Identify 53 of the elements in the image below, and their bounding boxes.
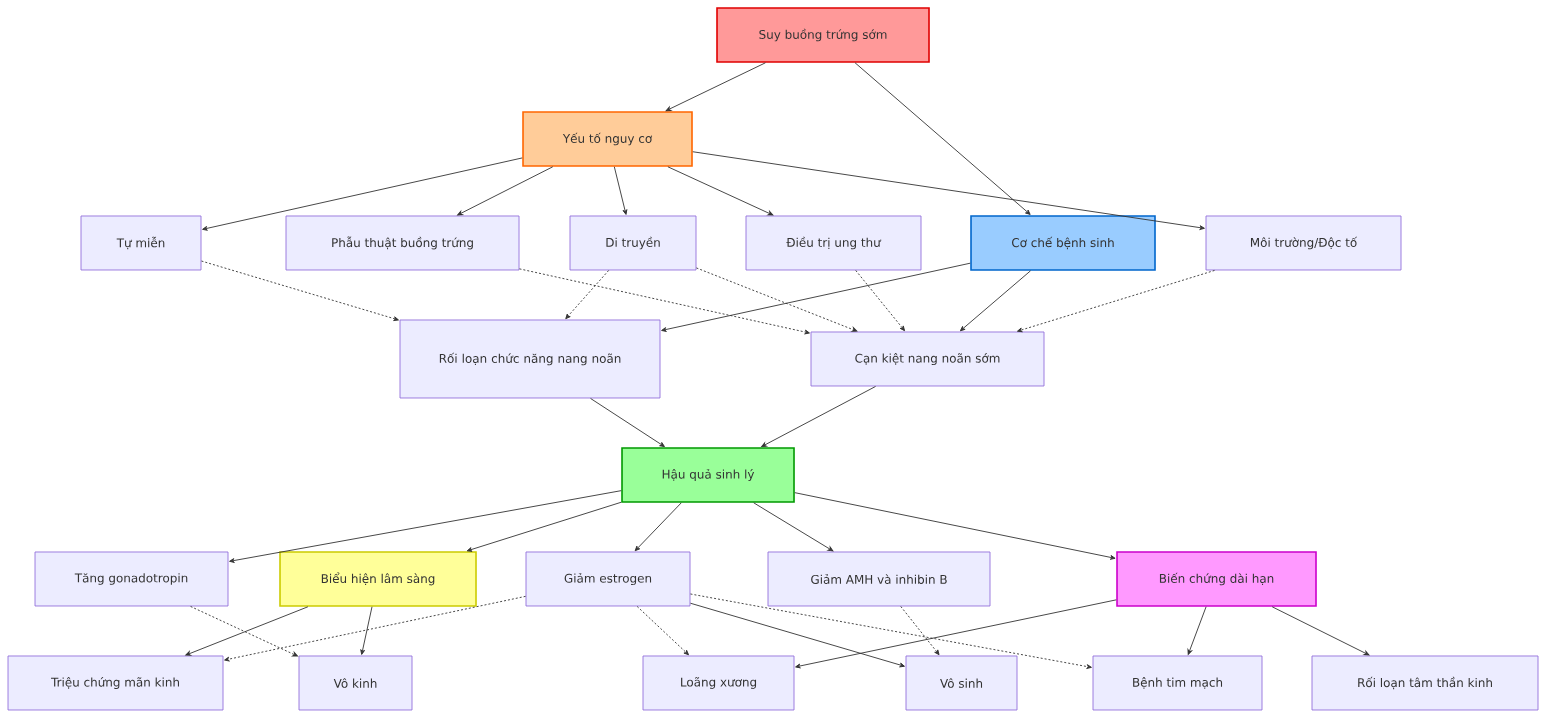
arrow [753,502,834,552]
process-box: Rối loạn chức năng nang noãn [399,319,661,399]
arrow [761,386,876,448]
arrow [661,262,971,332]
arrow [692,151,1205,231]
category-box: Hậu quả sinh lý [621,447,795,503]
arrow [794,492,1116,560]
arrow [466,501,622,552]
category-box: Yếu tố nguy cơ [522,111,693,167]
process-box: Tăng gonadotropin [34,551,229,607]
arrow [613,166,628,215]
arrow [855,270,906,332]
arrow [229,490,622,563]
arrow [565,270,610,320]
process-box: Rối loạn tâm thần kinh [1311,655,1539,711]
arrow [696,267,858,332]
arrow [201,260,399,321]
process-box: Giảm estrogen [525,551,691,607]
arrow [202,157,523,231]
process-box: Vô kinh [298,655,413,711]
process-box: Giảm AMH và inhibin B [767,551,991,607]
arrow [457,166,554,216]
arrow [854,62,1031,215]
process-box: Phẫu thuật buồng trứng [285,215,520,271]
arrow [795,599,1117,669]
arrow [1271,606,1370,656]
process-box: Di truyền [569,215,697,271]
process-box: Cạn kiệt nang noãn sớm [810,331,1045,387]
process-box: Môi trường/Độc tố [1205,215,1402,271]
process-box: Bệnh tim mạch [1092,655,1263,711]
arrow [1017,270,1215,333]
root-box: Suy buồng trứng sớm [716,7,930,63]
arrow [690,602,905,668]
arrow [224,595,526,662]
arrow [667,166,774,216]
arrow [690,593,1092,669]
arrow [360,606,373,655]
arrow [959,270,1031,332]
category-box: Biến chứng dài hạn [1116,551,1317,607]
process-box: Điều trị ung thư [745,215,922,271]
category-box: Cơ chế bệnh sinh [970,215,1156,271]
category-box: Biểu hiện lâm sàng [279,551,477,607]
process-box: Tự miễn [80,215,202,271]
arrow [590,398,665,447]
arrow [1187,606,1207,655]
process-box: Triệu chứng mãn kinh [7,655,224,711]
arrow [636,606,689,656]
process-box: Vô sinh [905,655,1018,711]
arrow [665,62,766,112]
arrow [900,606,940,656]
arrow [519,268,810,335]
arrow [634,502,682,552]
process-box: Loãng xương [642,655,795,711]
